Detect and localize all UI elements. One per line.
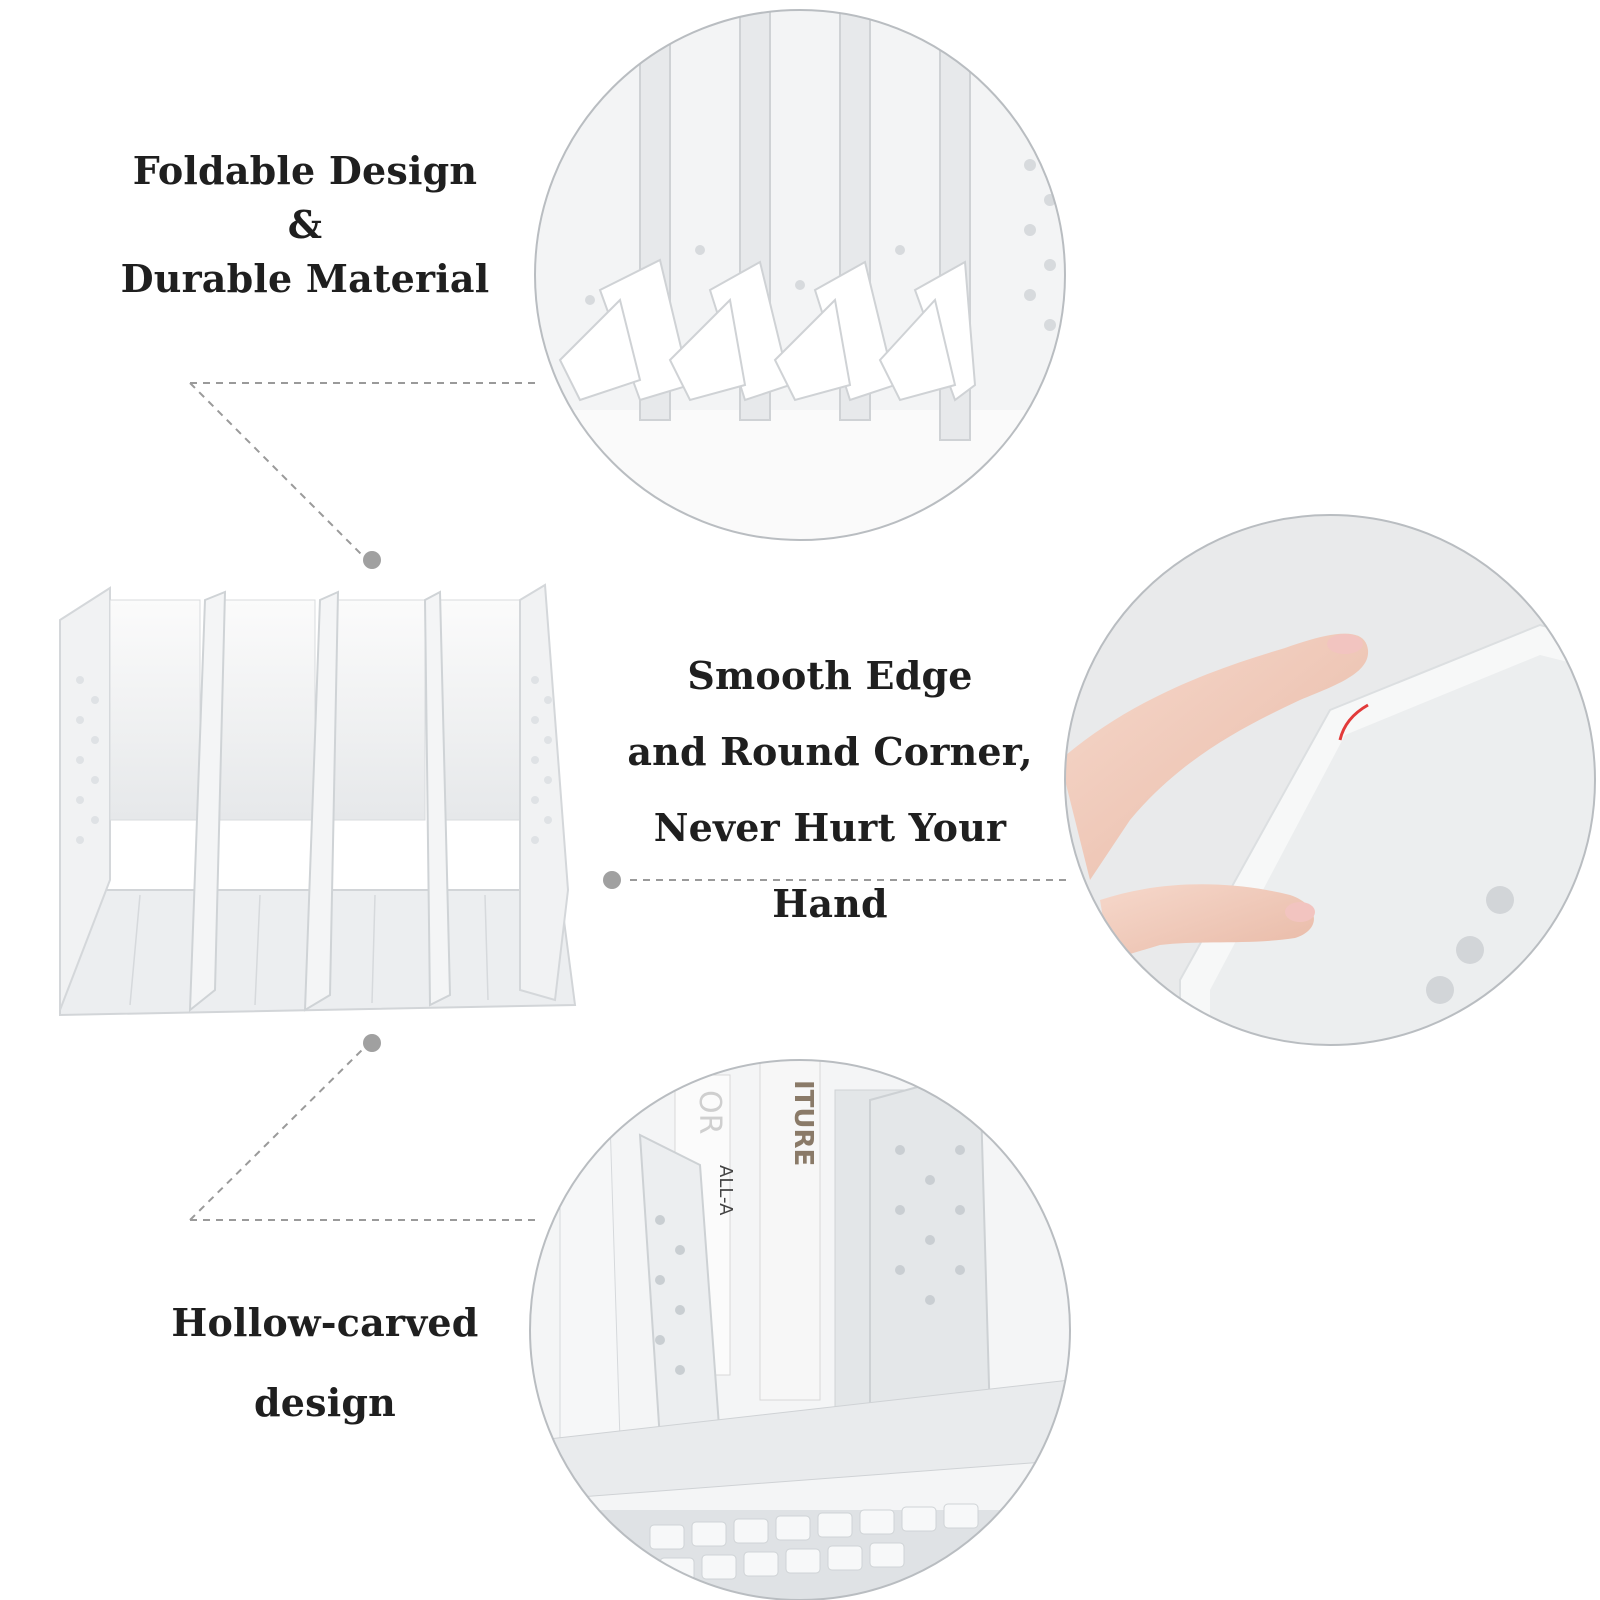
connector-bottom (189, 1049, 535, 1221)
book-spine-text-2: ALL-A (715, 1165, 736, 1216)
caption-line: Foldable Design (132, 148, 478, 193)
detail-photo-foldable (534, 9, 1066, 541)
connector-dot-bottom (363, 1034, 381, 1052)
caption-line: Smooth Edge (687, 653, 973, 698)
file-organizer-product (59, 583, 577, 1017)
book-spine-text-1: ITURE (788, 1080, 818, 1166)
caption-line: & (287, 202, 323, 247)
feature-caption-hollow-carved: Hollow-carved design (140, 1283, 510, 1443)
caption-line: Hollow-carved (171, 1300, 479, 1345)
detail-photo-smooth-edge (1064, 514, 1596, 1046)
feature-caption-smooth-edge: Smooth Edge and Round Corner, Never Hurt… (600, 638, 1060, 942)
detail-photo-hollow: ITURE ALL-A OR (529, 1059, 1071, 1600)
caption-line: design (254, 1380, 396, 1425)
connector-dot-top (363, 551, 381, 569)
caption-line: Durable Material (120, 256, 490, 301)
book-cover-text: OR (692, 1090, 727, 1134)
caption-line: Never Hurt Your Hand (653, 805, 1007, 926)
connector-top (189, 382, 540, 556)
caption-line: and Round Corner, (627, 729, 1033, 774)
feature-caption-foldable: Foldable Design & Durable Material (110, 144, 500, 306)
connector-dot-middle (603, 871, 621, 889)
